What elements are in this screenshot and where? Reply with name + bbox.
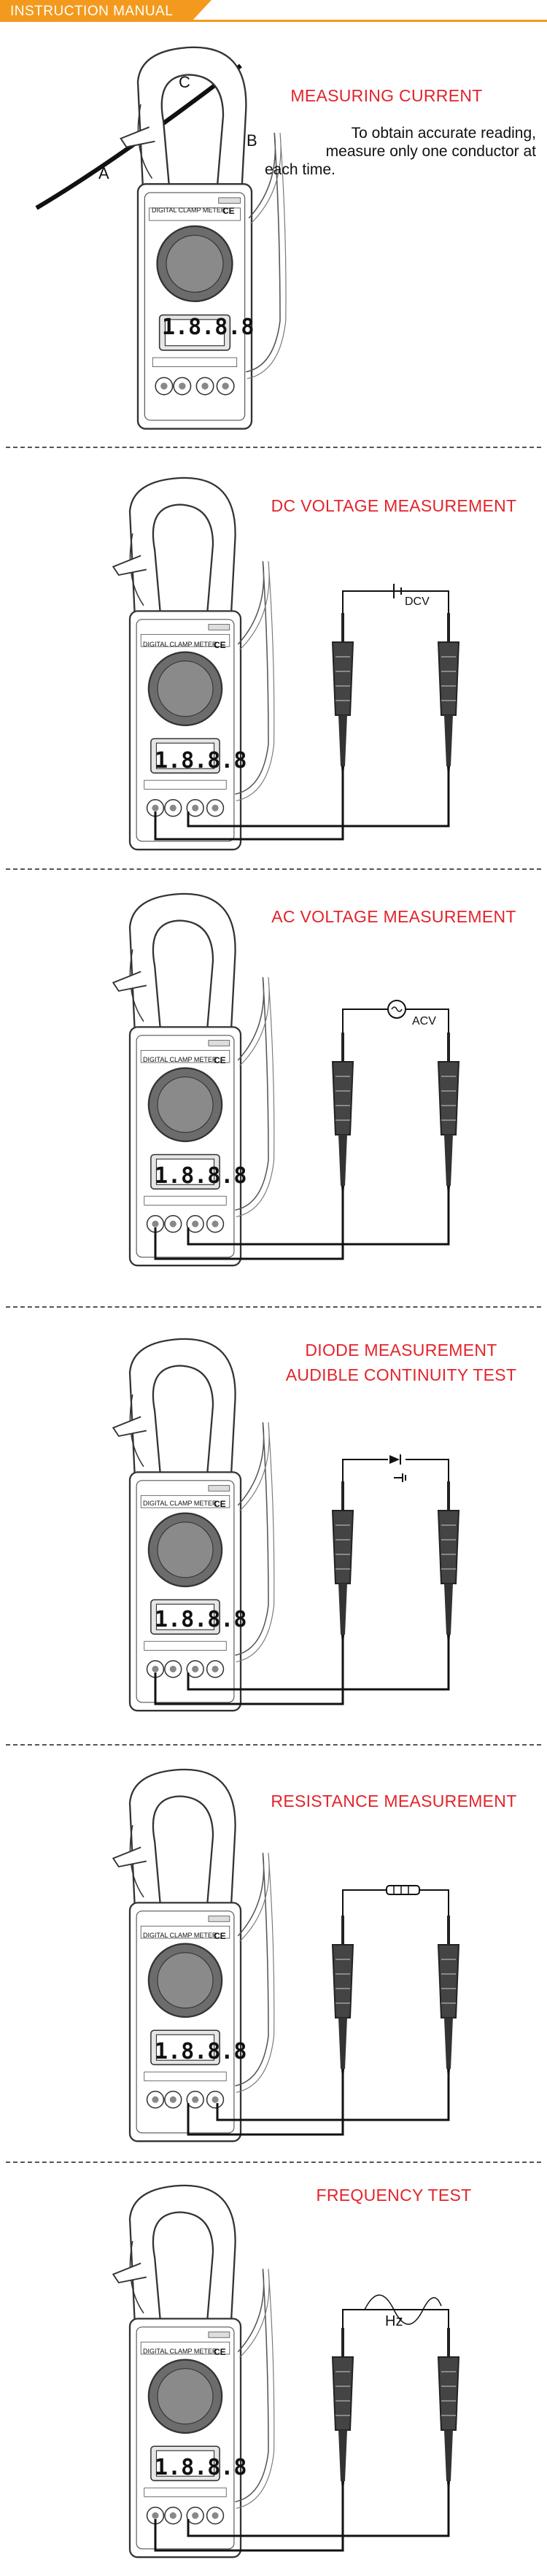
heading-diode: DIODE MEASUREMENT AUDIBLE CONTINUITY TES… <box>285 1341 517 1384</box>
meter-brand-4: DIGITAL CLAMP METER <box>143 1500 217 1507</box>
heading-frequency: FREQUENCY TEST <box>316 2186 472 2205</box>
divider-1 <box>6 447 541 448</box>
meter-ce-5: CE <box>214 1931 226 1941</box>
divider-3 <box>6 1306 541 1308</box>
section-dc-voltage: DCV DC VOLTAGE MEASUREMENT <box>0 467 547 868</box>
meter-display-3: 1.8.8.8 <box>155 1163 247 1189</box>
meter-display: 1.8.8.8 <box>162 315 255 340</box>
diode-illustration <box>112 1338 460 1712</box>
meter-display-2: 1.8.8.8 <box>155 748 247 774</box>
meter-brand-3: DIGITAL CLAMP METER <box>143 1056 217 1063</box>
label-b: B <box>247 131 257 150</box>
section-diode-continuity: DIODE MEASUREMENT AUDIBLE CONTINUITY TES… <box>0 1317 547 1733</box>
divider-4 <box>6 1744 541 1746</box>
meter-brand-6: DIGITAL CLAMP METER <box>143 2348 217 2355</box>
clamp-meter-illustration <box>35 46 287 430</box>
meter-ce-2: CE <box>214 640 226 650</box>
header-rule <box>0 20 547 22</box>
manual-header: INSTRUCTION MANUAL <box>0 0 547 22</box>
header-tab <box>0 0 212 22</box>
meter-brand: DIGITAL CLAMP METER <box>152 207 226 214</box>
resistance-illustration <box>112 1768 460 2143</box>
current-note: To obtain accurate reading, measure only… <box>265 125 536 178</box>
divider-2 <box>6 868 541 870</box>
meter-ce-3: CE <box>214 1055 226 1065</box>
heading-ac-voltage: AC VOLTAGE MEASUREMENT <box>271 907 516 926</box>
meter-ce-6: CE <box>214 2347 226 2357</box>
heading-dc-voltage: DC VOLTAGE MEASUREMENT <box>271 496 517 515</box>
label-c: C <box>179 73 190 91</box>
meter-ce: CE <box>222 206 235 216</box>
section-frequency: Hz FREQUENCY TEST <box>0 2171 547 2576</box>
meter-brand-2: DIGITAL CLAMP METER <box>143 641 217 648</box>
acv-label: ACV <box>412 1015 436 1027</box>
meter-display-6: 1.8.8.8 <box>155 2455 247 2480</box>
section-ac-voltage: ACV AC VOLTAGE MEASUREMENT <box>0 879 547 1288</box>
meter-display-5: 1.8.8.8 <box>155 2039 247 2064</box>
header-title: INSTRUCTION MANUAL <box>10 4 174 19</box>
label-a: A <box>98 164 109 182</box>
heading-measuring-current: MEASURING CURRENT <box>290 86 483 105</box>
meter-ce-4: CE <box>214 1499 226 1509</box>
section-resistance: RESISTANCE MEASUREMENT <box>0 1755 547 2149</box>
ac-voltage-illustration <box>112 892 460 1267</box>
hz-label: Hz <box>385 2313 403 2329</box>
heading-resistance: RESISTANCE MEASUREMENT <box>271 1792 517 1810</box>
frequency-illustration <box>112 2184 460 2558</box>
dc-voltage-illustration <box>112 477 460 851</box>
meter-display-4: 1.8.8.8 <box>155 1607 247 1632</box>
dcv-label: DCV <box>405 595 430 608</box>
section-measuring-current: A B C MEASURING CURRENT To obtain accura… <box>0 22 547 438</box>
meter-brand-5: DIGITAL CLAMP METER <box>143 1932 217 1939</box>
divider-5 <box>6 2162 541 2163</box>
